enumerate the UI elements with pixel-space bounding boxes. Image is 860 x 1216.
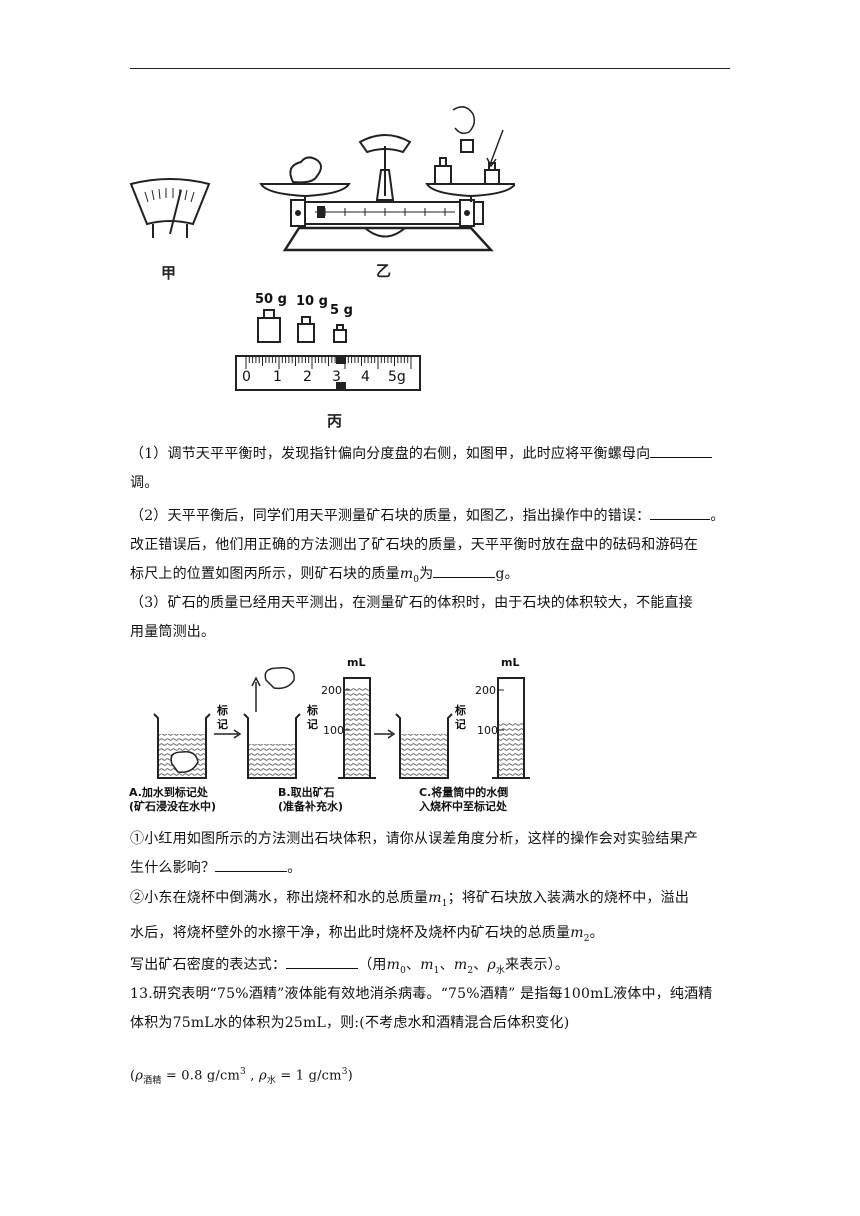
expr-m2: m (453, 957, 468, 973)
figure-bing (235, 309, 421, 391)
figure-jia-label: 甲 (161, 264, 177, 282)
mark-label-b: 标记 (307, 704, 318, 731)
sub1-line1: ①小红用如图所示的方法测出石块体积，请你从误差角度分析，这样的操作会对实验结果产 (130, 831, 698, 847)
expr-rho: ρ (487, 957, 496, 973)
q1-text: （1）调节天平平衡时，发现指针偏向分度盘的右侧，如图甲，此时应将平衡螺母向 (130, 446, 651, 462)
sub-question-1: ①小红用如图所示的方法测出石块体积，请你从误差角度分析，这样的操作会对实验结果产… (130, 825, 735, 883)
expr-s0: 0 (400, 965, 407, 976)
q2-line2: 改正错误后，他们用正确的方法测出了矿石块的质量，天平平衡时放在盘中的砝码和游码在 (130, 537, 698, 553)
question-3: （3）矿石的质量已经用天平测出，在测量矿石的体积时，由于石块的体积较大，不能直接… (130, 589, 735, 647)
q3-line1: （3）矿石的质量已经用天平测出，在测量矿石的体积时，由于石块的体积较大，不能直接 (130, 595, 693, 611)
sub-0: 0 (413, 574, 420, 585)
given-rho-alcohol: ρ (135, 1068, 144, 1084)
given-densities: (ρ酒精 = 0.8 g/cm3 , ρ水 = 1 g/cm3) (130, 1058, 735, 1096)
cyl1-tick-200: 200 (321, 684, 342, 697)
q2-line3a: 标尺上的位置如图丙所示，则矿石块的质量 (130, 566, 400, 582)
scale-tick-0: 0 (242, 369, 251, 385)
expr-sep-3: 、 (473, 957, 488, 973)
expr-rho-sub: 水 (495, 965, 506, 976)
caption-b2: (准备补充水) (278, 800, 344, 813)
given-cube-1: 3 (240, 1067, 246, 1077)
given-close: ) (347, 1068, 353, 1084)
q1-cont: 调。 (130, 475, 159, 491)
given-eq1: = 0.8 g/cm (161, 1068, 241, 1084)
figure-yi-balance (259, 106, 515, 252)
q2-error-blank[interactable] (650, 519, 711, 520)
weight-label-5g: 5 g (330, 303, 353, 318)
question-1: （1）调节天平平衡时，发现指针偏向分度盘的右侧，如图甲，此时应将平衡螺母向 调。 (130, 440, 735, 498)
caption-a: A.加水到标记处(矿石浸没在水中) (129, 786, 216, 814)
q2-mass-blank[interactable] (433, 577, 496, 578)
sub2-line1a: ②小东在烧杯中倒满水，称出烧杯和水的总质量 (130, 890, 429, 906)
weight-label-50g: 50 g (255, 292, 287, 307)
given-sub-alcohol: 酒精 (143, 1075, 162, 1086)
expr-a: 写出矿石密度的表达式： (130, 957, 287, 973)
header-rule (130, 68, 730, 69)
density-expression: 写出矿石密度的表达式：（用m0、m1、m2、ρ水来表示）。 (130, 951, 735, 986)
mark-label-a: 标记 (217, 704, 228, 731)
caption-b1: B.取出矿石 (278, 786, 335, 799)
expr-s1: 1 (433, 965, 440, 976)
caption-c2: 入烧杯中至标记处 (419, 800, 507, 813)
scale-tick-2: 2 (303, 369, 312, 385)
given-rho-water: ρ (258, 1068, 267, 1084)
q13-line2: 体积为75mL水的体积为25mL，则:(不考虑水和酒精混合后体积变化) (130, 1015, 570, 1031)
q2-line1: （2）天平平衡后，同学们用天平测量矿石块的质量，如图乙，指出操作中的错误： (130, 508, 651, 524)
q2-line1-end: 。 (710, 508, 725, 524)
q2-line3-end: g。 (495, 566, 519, 582)
sub2-line2b: 。 (589, 924, 604, 941)
cyl2-tick-100: 100 (477, 724, 498, 737)
question-13: 13.研究表明“75%酒精”液体能有效地消杀病毒。“75%酒精” 是指每100m… (130, 980, 735, 1038)
expr-s2: 2 (467, 965, 474, 976)
q2-line3b: 为 (419, 566, 434, 582)
scale-tick-5: 5g (388, 369, 406, 385)
scale-tick-4: 4 (361, 369, 370, 385)
sub2-line1b: ；将矿石块放入装满水的烧杯中，溢出 (447, 890, 690, 906)
given-eq2: = 1 g/cm (276, 1068, 342, 1084)
given-open: ( (130, 1068, 136, 1084)
q1-answer-blank[interactable] (650, 457, 713, 458)
sub1-answer-blank[interactable] (215, 871, 288, 872)
q13-line1: 13.研究表明“75%酒精”液体能有效地消杀病毒。“75%酒精” 是指每100m… (130, 986, 713, 1002)
cyl2-tick-200: 200 (475, 684, 496, 697)
caption-b: B.取出矿石(准备补充水) (278, 786, 343, 814)
scale-tick-1: 1 (273, 369, 282, 385)
sub1-line2-end: 。 (287, 860, 302, 876)
expr-sep-1: 、 (406, 957, 421, 973)
cyl2-unit: mL (501, 656, 520, 669)
mark-label-c: 标记 (455, 704, 466, 731)
caption-a1: A.加水到标记处 (129, 786, 208, 799)
expr-m1: m (420, 957, 434, 973)
expr-b: （用 (358, 957, 387, 973)
given-sub-water: 水 (266, 1075, 277, 1086)
question-2: （2）天平平衡后，同学们用天平测量矿石块的质量，如图乙，指出操作中的错误： 。 改… (130, 502, 735, 595)
q3-line2: 用量筒测出。 (130, 624, 216, 640)
sub1-line2: 生什么影响？ (130, 860, 216, 876)
weight-label-10g: 10 g (296, 294, 328, 309)
figure-yi-label: 乙 (376, 262, 392, 280)
var-m1: m (428, 890, 442, 906)
caption-c1: C.将量筒中的水倒 (419, 786, 509, 799)
expr-sep-2: 、 (439, 957, 454, 973)
figure-volume-method (153, 667, 530, 779)
caption-c: C.将量筒中的水倒入烧杯中至标记处 (419, 786, 508, 814)
given-cube-2: 3 (341, 1067, 348, 1077)
expr-blank[interactable] (286, 968, 359, 969)
cyl1-tick-100: 100 (323, 724, 344, 737)
expr-c: 来表示）。 (505, 957, 570, 973)
sub-1: 1 (441, 898, 448, 909)
figure-jia-dial (129, 178, 211, 238)
var-m0: m (399, 566, 414, 582)
sub2-line2a: 水后，将烧杯壁外的水擦干净，称出此时烧杯及烧杯内矿石块的总质量 (130, 924, 571, 941)
cyl1-unit: mL (347, 656, 366, 669)
sub-2: 2 (583, 933, 590, 944)
sub-question-2: ②小东在烧杯中倒满水，称出烧杯和水的总质量m1；将矿石块放入装满水的烧杯中，溢出… (130, 884, 735, 954)
var-m2: m (570, 924, 584, 941)
caption-a2: (矿石浸没在水中) (129, 800, 217, 813)
figure-bing-label: 丙 (327, 412, 343, 430)
expr-m0: m (386, 957, 401, 973)
given-comma: , (245, 1068, 255, 1084)
scale-tick-3: 3 (332, 369, 341, 385)
